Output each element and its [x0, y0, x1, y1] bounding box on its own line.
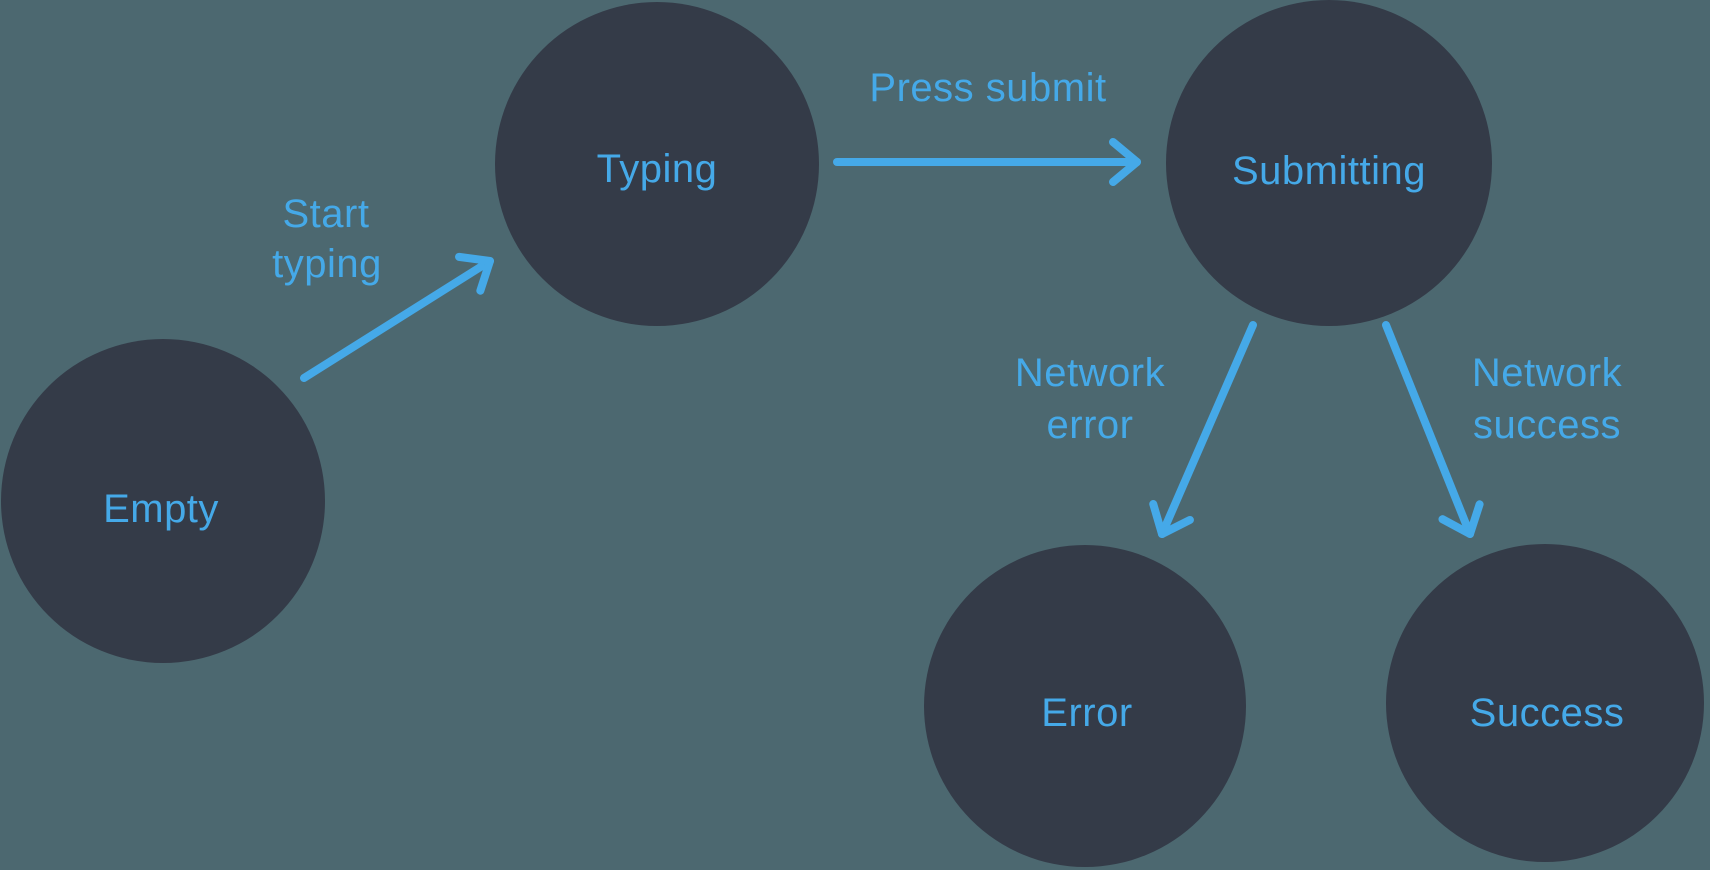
edge-label-start-typing-line2: typing	[272, 242, 382, 286]
edge-label-network-success-line2: success	[1473, 403, 1621, 447]
node-label-submitting: Submitting	[1232, 149, 1426, 193]
node-submitting: Submitting	[1166, 0, 1492, 326]
node-circle-success	[1386, 544, 1704, 862]
node-label-success: Success	[1470, 691, 1625, 735]
edge-label-start-typing-line1: Start	[283, 192, 370, 236]
node-label-typing: Typing	[597, 147, 718, 191]
node-error: Error	[924, 545, 1246, 867]
node-circle-typing	[495, 2, 819, 326]
arrow-empty-to-typing	[300, 252, 494, 382]
node-circle-empty	[1, 339, 325, 663]
node-label-error: Error	[1041, 691, 1132, 735]
node-success: Success	[1386, 544, 1704, 862]
edge-label-press-submit: Press submit	[869, 66, 1106, 110]
edge-label-network-success-line1: Network	[1472, 351, 1623, 395]
edge-label-network-error-line2: error	[1047, 403, 1134, 447]
edge-label-network-error-line1: Network	[1015, 351, 1166, 395]
node-empty: Empty	[1, 339, 325, 663]
node-typing: Typing	[495, 2, 819, 326]
edge-submitting-error: Network error	[1015, 321, 1257, 538]
node-circle-error	[924, 545, 1246, 867]
arrow-submitting-to-success	[1382, 321, 1484, 538]
edge-empty-typing: Start typing	[272, 192, 494, 382]
edge-submitting-success: Network success	[1382, 321, 1623, 538]
node-label-empty: Empty	[103, 487, 219, 531]
arrow-submitting-to-error	[1149, 321, 1257, 538]
node-circle-submitting	[1166, 0, 1492, 326]
edge-typing-submitting: Press submit	[833, 66, 1141, 186]
